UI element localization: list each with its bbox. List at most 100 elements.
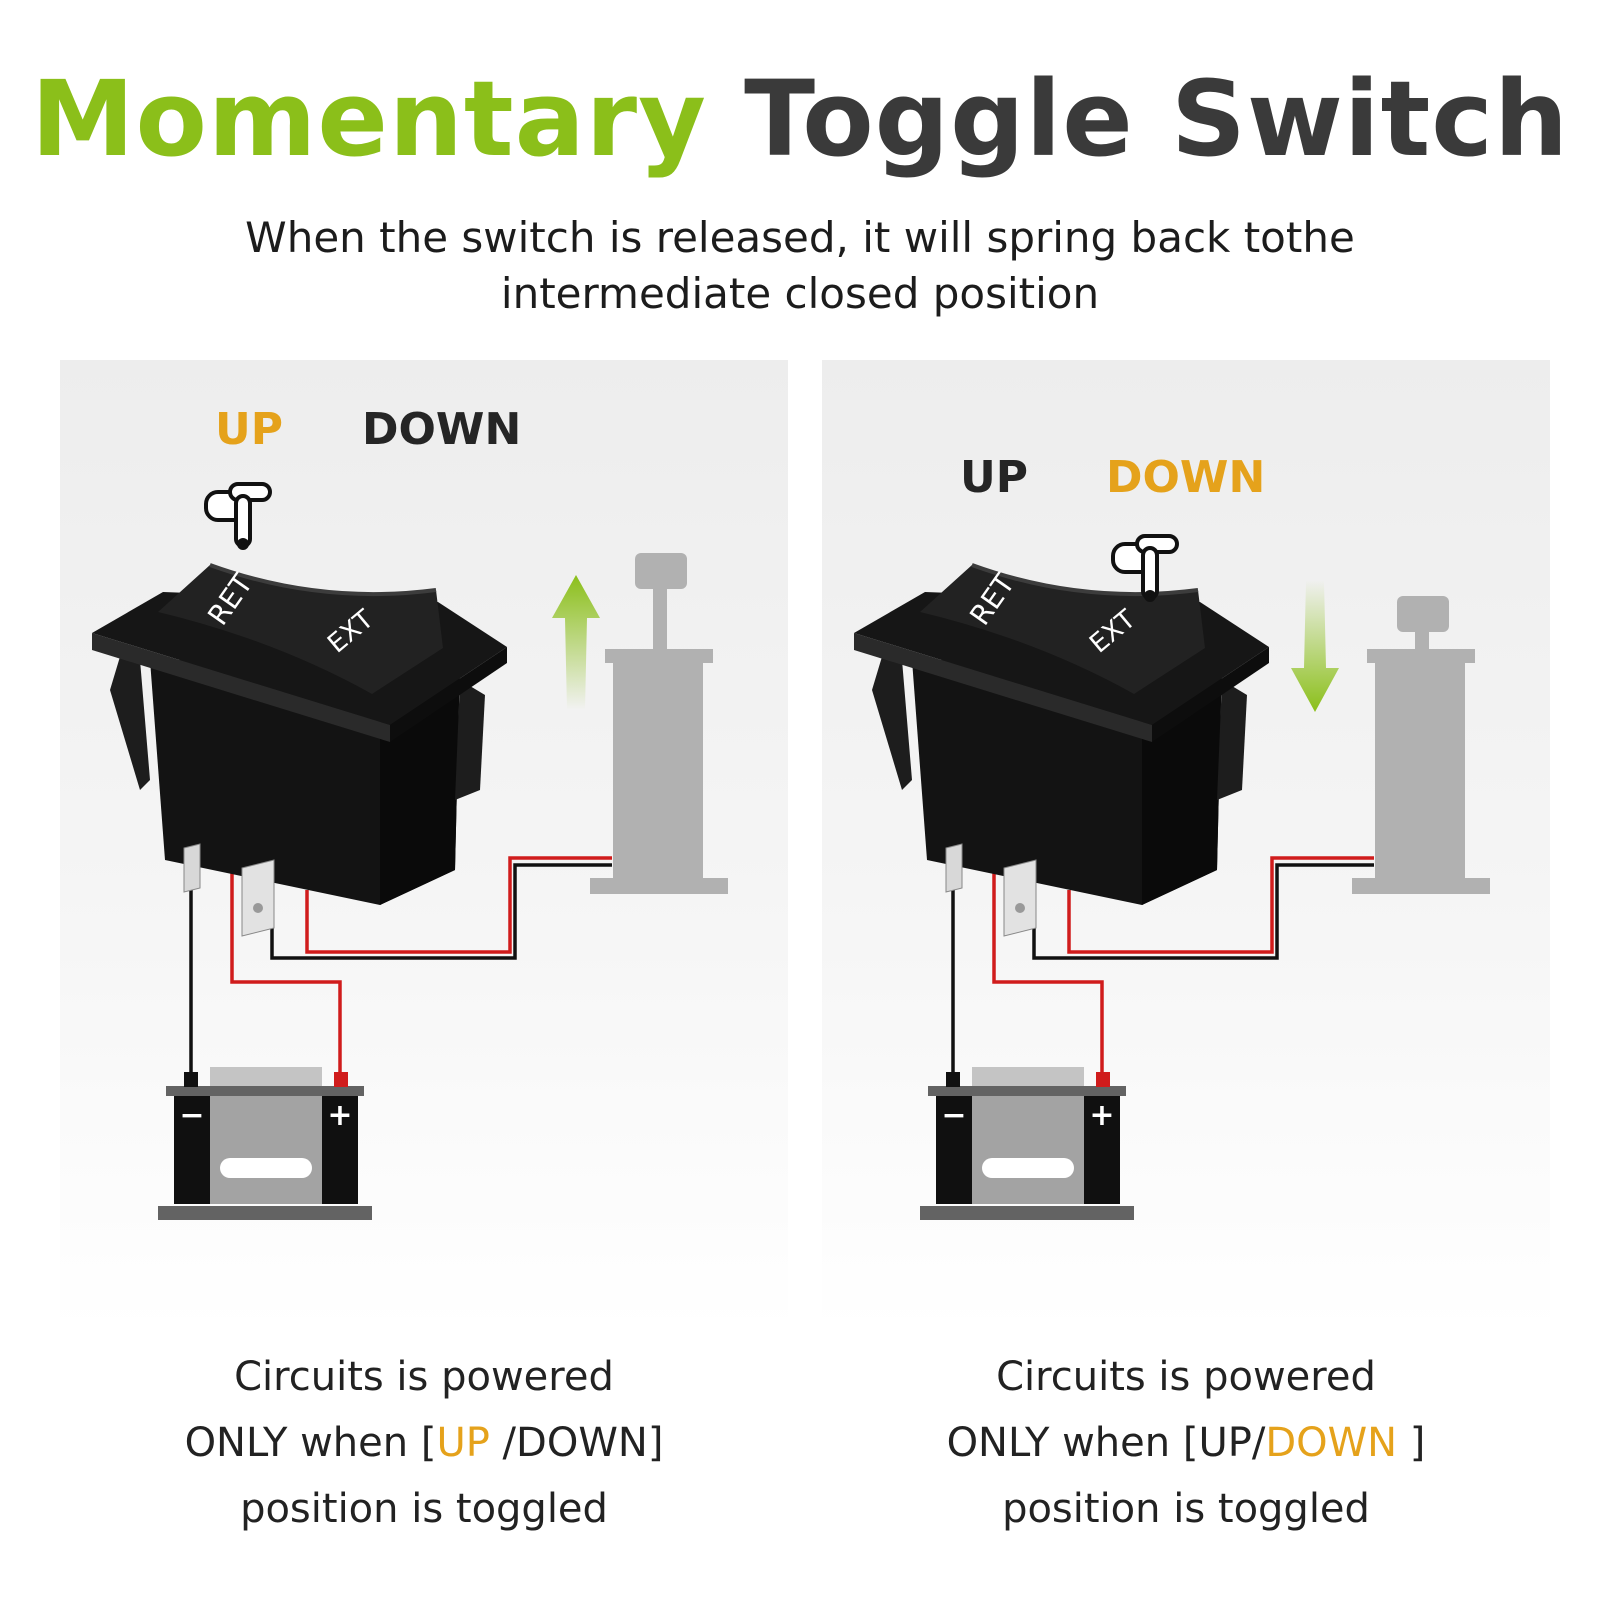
actuator-black-wire [270,863,612,960]
diagram-down-panel: RET EXT [822,360,1550,1330]
actuator-rod [1415,632,1429,649]
positive-terminal [1096,1072,1110,1087]
caption-up: UP [1198,1420,1252,1466]
actuator-base [1352,878,1490,894]
terminal-2 [1003,859,1037,937]
pressing-hand-icon [1111,534,1179,602]
caption-line-1: Circuits is powered [234,1354,614,1400]
battery-center [972,1096,1084,1204]
caption-suffix: ] [647,1420,664,1466]
battery-right-side [1084,1096,1120,1204]
battery-top-cap [972,1067,1084,1087]
wiring-diagram-up: RET EXT [92,482,728,1220]
caption-down-highlight: DOWN [1265,1420,1398,1466]
caption-line-1: Circuits is powered [996,1354,1376,1400]
rocker-cap [920,565,1205,694]
rocker-switch [92,563,507,937]
actuator-red-wire [305,856,612,954]
caption-up-highlight: UP [436,1420,490,1466]
terminal-hole [1015,903,1025,913]
battery-handle [220,1158,312,1178]
caption-line-2: ONLY when [UP/DOWN ] [822,1410,1550,1476]
label-down: DOWN [362,404,522,455]
battery-lid [928,1086,1126,1096]
actuator-body [613,663,703,878]
caption-line-2: ONLY when [UP /DOWN] [60,1410,788,1476]
subtitle-line-1: When the switch is released, it will spr… [245,213,1355,262]
caption-slash: / [489,1420,517,1466]
terminal-2 [241,859,275,937]
label-up-active: UP [215,404,283,455]
battery-handle [982,1158,1074,1178]
battery-minus-sign: − [179,1098,204,1133]
extend-arrow-icon [552,575,600,710]
switch-clip-left [110,650,150,790]
battery [920,1067,1134,1220]
caption-up: Circuits is powered ONLY when [UP /DOWN]… [60,1344,788,1542]
battery-top-cap [210,1067,322,1087]
negative-terminal [184,1072,198,1087]
label-down-active: DOWN [1106,452,1266,503]
actuator-cap [1397,596,1449,632]
title-main: Toggle Switch [744,58,1569,180]
label-up: UP [960,452,1028,503]
battery-right-side [322,1096,358,1204]
linear-actuator [590,553,728,894]
rocker-switch [854,563,1269,937]
switch-bezel-edge [1152,647,1269,742]
battery-minus-sign: − [941,1098,966,1133]
terminal-1 [183,843,201,893]
wires [951,856,1374,1075]
actuator-body [1375,663,1465,878]
wires [189,856,612,1075]
caption-down: Circuits is powered ONLY when [UP/DOWN ]… [822,1344,1550,1542]
subtitle-line-2: intermediate closed position [500,269,1100,318]
linear-actuator [1352,596,1490,894]
battery-base [158,1206,372,1220]
rocker-cap-highlight [209,563,437,597]
battery-lid [166,1086,364,1096]
switch-clip-right [1217,680,1247,800]
switch-clip-left [872,650,912,790]
switch-clip-right [455,680,485,800]
battery-center [210,1096,322,1204]
actuator-collar [605,649,713,663]
battery-positive-wire [992,865,1104,1075]
negative-terminal [946,1072,960,1087]
actuator-rod [653,589,667,649]
caption-line-3: position is toggled [240,1486,608,1532]
rocker-cap [158,565,443,694]
caption-suffix: ] [1397,1420,1426,1466]
battery-plus-sign: + [327,1098,352,1133]
battery [158,1067,372,1220]
actuator-red-wire [1067,856,1374,954]
rocker-cap-highlight [971,563,1199,597]
switch-bezel-front [854,633,1152,742]
caption-down: DOWN [516,1420,648,1466]
battery-left-side [174,1096,210,1204]
actuator-collar [1367,649,1475,663]
caption-slash: / [1251,1420,1266,1466]
diagram-up-panel: RET EXT [60,360,788,1330]
actuator-base [590,878,728,894]
caption-line-3: position is toggled [1002,1486,1370,1532]
switch-bezel-front [92,633,390,742]
wiring-diagram-down: RET EXT [854,534,1490,1220]
subtitle: When the switch is released, it will spr… [0,210,1600,322]
caption-prefix: ONLY when [ [184,1420,437,1466]
page-title: Momentary Toggle Switch [0,62,1600,176]
actuator-cap [635,553,687,589]
title-accent: Momentary [31,58,707,180]
caption-prefix: ONLY when [ [946,1420,1199,1466]
battery-base [920,1206,1134,1220]
terminal-hole [253,903,263,913]
switch-bezel-edge [390,647,507,742]
battery-plus-sign: + [1089,1098,1114,1133]
battery-left-side [936,1096,972,1204]
retract-arrow-icon [1291,580,1339,712]
terminal-1 [945,843,963,893]
pressing-hand-icon [204,482,272,550]
actuator-black-wire [1032,863,1374,960]
battery-positive-wire [230,865,342,1075]
positive-terminal [334,1072,348,1087]
